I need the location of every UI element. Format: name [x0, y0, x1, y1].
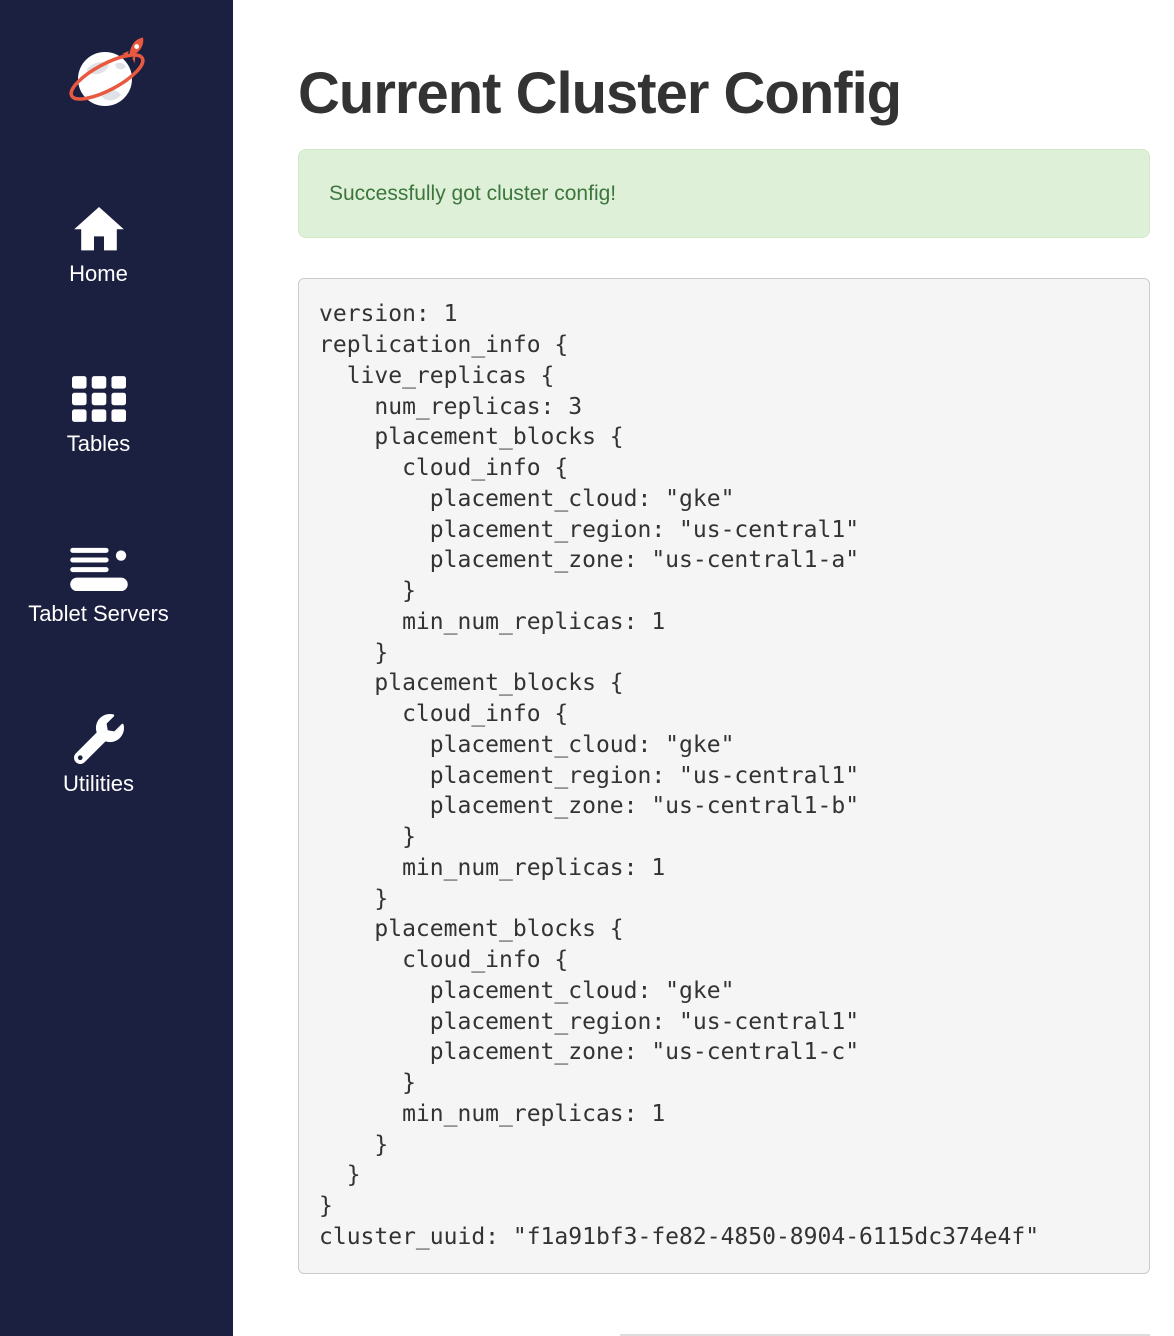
- sidebar: Home Tables: [0, 0, 233, 1336]
- sidebar-item-utilities[interactable]: Utilities: [63, 714, 134, 797]
- sidebar-item-tables-label: Tables: [66, 431, 131, 456]
- success-alert-message: Successfully got cluster config!: [329, 182, 617, 206]
- rocket-globe-logo-icon: [68, 37, 145, 106]
- logo-link[interactable]: [65, 33, 153, 117]
- tablet-servers-icon: [69, 545, 128, 593]
- page-title: Current Cluster Config: [298, 61, 902, 126]
- wrench-icon: [73, 714, 124, 764]
- sidebar-item-utilities-label: Utilities: [63, 771, 134, 796]
- below-fold-panel-edge: [620, 1334, 1150, 1336]
- tables-icon: [71, 375, 126, 423]
- main-content: Current Cluster Config Successfully got …: [233, 0, 1174, 1336]
- sidebar-item-tables[interactable]: Tables: [66, 375, 131, 457]
- home-icon: [73, 205, 125, 253]
- sidebar-nav: Home Tables: [0, 117, 215, 797]
- success-alert: Successfully got cluster config!: [298, 149, 1150, 239]
- sidebar-item-tablet-servers[interactable]: Tablet Servers: [28, 545, 169, 627]
- sidebar-item-tablet-servers-label: Tablet Servers: [28, 601, 169, 626]
- cluster-config-block: version: 1 replication_info { live_repli…: [298, 278, 1150, 1274]
- sidebar-item-home[interactable]: Home: [69, 205, 128, 287]
- sidebar-item-home-label: Home: [69, 261, 128, 286]
